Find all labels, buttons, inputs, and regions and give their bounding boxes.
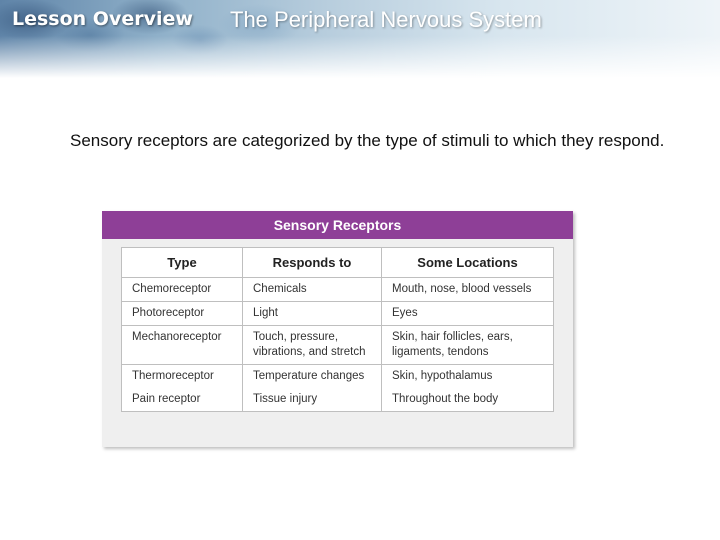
cell-type: Mechanoreceptor [121,325,243,365]
table-row: Chemoreceptor Chemicals Mouth, nose, blo… [121,277,554,302]
figure-title: Sensory Receptors [102,211,573,239]
intro-text: Sensory receptors are categorized by the… [70,131,665,150]
cell-responds-to: Tissue injury [242,388,382,412]
table-row: Mechanoreceptor Touch, pressure, vibrati… [121,325,554,365]
cell-responds-to: Chemicals [242,277,382,302]
header-banner [0,0,720,78]
table-row: Photoreceptor Light Eyes [121,301,554,326]
cell-locations: Eyes [381,301,554,326]
column-header-type: Type [121,247,243,278]
cell-responds-to: Touch, pressure, vibrations, and stretch [242,325,382,365]
table-row: Pain receptor Tissue injury Throughout t… [121,388,554,412]
cell-responds-to: Light [242,301,382,326]
column-header-responds-to: Responds to [242,247,382,278]
cell-locations: Mouth, nose, blood vessels [381,277,554,302]
cell-responds-to: Temperature changes [242,364,382,388]
cell-locations: Skin, hair follicles, ears, ligaments, t… [381,325,554,365]
table-header-row: Type Responds to Some Locations [121,247,554,278]
lesson-label: Lesson Overview [12,8,193,30]
cell-locations: Throughout the body [381,388,554,412]
sensory-receptors-figure: Sensory Receptors Type Responds to Some … [102,211,573,447]
cell-locations: Skin, hypothalamus [381,364,554,388]
cell-type: Chemoreceptor [121,277,243,302]
receptors-table: Type Responds to Some Locations Chemorec… [121,247,554,412]
column-header-locations: Some Locations [381,247,554,278]
lesson-title: The Peripheral Nervous System [230,7,542,32]
cell-type: Thermoreceptor [121,364,243,388]
cell-type: Photoreceptor [121,301,243,326]
cell-type: Pain receptor [121,388,243,412]
table-row: Thermoreceptor Temperature changes Skin,… [121,364,554,388]
